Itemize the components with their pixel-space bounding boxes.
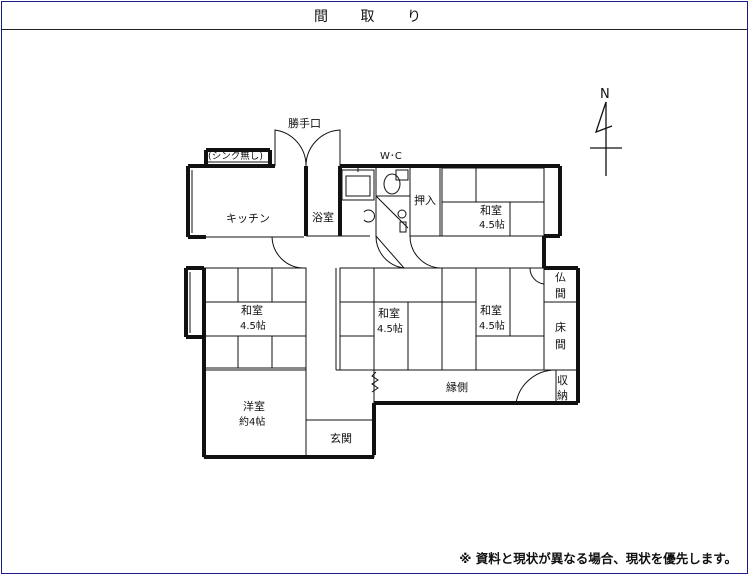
room-labels: (シンク無し) キッチン 勝手口 W･C 浴室 押入 和室 4.5帖 和室 4.… — [208, 116, 568, 445]
page-title: 間 取 り — [314, 9, 435, 25]
butsuma-label-1: 仏 — [555, 271, 566, 284]
washitsu-e-size: 4.5帖 — [479, 319, 505, 332]
washitsu-w-size: 4.5帖 — [240, 319, 266, 332]
doors — [271, 129, 557, 404]
disclaimer-note: ※ 資料と現状が異なる場合、現状を優先します。 — [459, 551, 737, 566]
yoshitsu-name: 洋室 — [243, 399, 265, 413]
washitsu-ne-size: 4.5帖 — [479, 218, 505, 231]
washitsu-e-name: 和室 — [480, 303, 502, 317]
closet-label: 押入 — [414, 193, 436, 207]
yoshitsu-size: 約4帖 — [239, 415, 265, 428]
butsuma-label-2: 間 — [555, 287, 566, 300]
storage-label-1: 収 — [557, 374, 568, 387]
washitsu-c-size: 4.5帖 — [377, 322, 403, 335]
tokonoma-label-2: 間 — [555, 338, 566, 351]
fixtures — [341, 168, 410, 233]
compass-north-label: N — [600, 87, 610, 102]
kitchen-note-label: (シンク無し) — [208, 150, 263, 162]
wc-label: W･C — [380, 151, 402, 162]
tokonoma-label-1: 床 — [555, 320, 566, 334]
kitchen-label: キッチン — [226, 212, 270, 225]
interior-walls — [189, 161, 578, 458]
engawa-label: 縁側 — [446, 380, 468, 394]
header-bar: 間 取 り — [2, 2, 747, 30]
bath-label: 浴室 — [312, 210, 334, 224]
genkan-label: 玄関 — [330, 431, 352, 445]
back-door-label: 勝手口 — [288, 116, 321, 130]
storage-label-2: 納 — [557, 389, 568, 402]
washitsu-ne-name: 和室 — [480, 203, 502, 217]
washitsu-c-name: 和室 — [378, 306, 400, 320]
washitsu-w-name: 和室 — [241, 303, 263, 317]
compass-north — [590, 101, 622, 176]
